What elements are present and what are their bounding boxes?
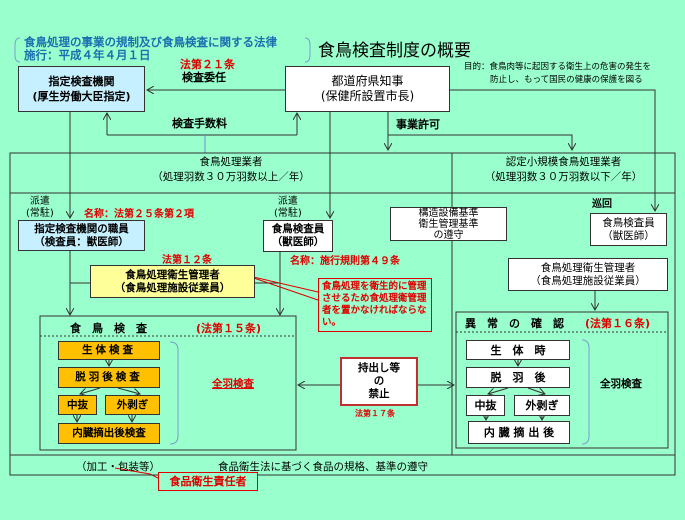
check-post-organ-removal: 内 臓 摘 出 後: [468, 421, 570, 444]
large-processor-sub: （処理羽数３０万羽数以上／年）: [152, 171, 310, 183]
name-rule-49: 名称：施行規則第４９条: [290, 256, 400, 267]
check-evisceration: 中抜: [466, 395, 505, 416]
standards-box: 構造設備基準衛生管理基準の遵守: [390, 207, 507, 241]
compliance-label: 食品衛生法に基づく食品の規格、基準の遵守: [218, 461, 428, 473]
permit-label: 事業許可: [396, 118, 440, 131]
abnormality-title: 異 常 の 確 認: [465, 317, 564, 330]
hygiene-manager-right-name: 食鳥処理衛生管理者: [540, 261, 636, 274]
inspector-right-sub: （獣医師）: [602, 229, 655, 242]
inspection-scope: 全羽検査: [212, 378, 254, 390]
prohibition-line1: 持出し等: [358, 362, 400, 374]
abnormality-law: (法第１６条): [585, 317, 651, 330]
small-processor-name: 認定小規模食鳥処理業者: [505, 156, 622, 168]
fee-label: 検査手数料: [172, 117, 227, 130]
standards-line2: 衛生管理基準: [418, 218, 479, 230]
agency-staff-sub: （検査員：獣医師）: [34, 235, 129, 248]
designated-agency-box: 指定検査機関 (厚生労働大臣指定): [18, 66, 145, 112]
dispatch-mid-line2: (常駐): [274, 208, 302, 219]
prohibition-box: 持出し等の禁止: [340, 357, 418, 406]
governor-name: 都道府県知事: [331, 74, 404, 88]
purpose: 目的：食鳥肉等に起因する衛生上の危害の発生を 防止し、もって国民の健康の保護を図…: [464, 61, 651, 87]
step-post-organ-removal: 内臓摘出後検査: [58, 423, 160, 444]
abnormality-scope: 全羽検査: [600, 378, 642, 390]
name-law-25: 名称：法第２５条第２項: [84, 209, 194, 220]
prohibition-line3: 禁止: [368, 388, 390, 400]
dispatch-left-line2: (常駐): [26, 208, 54, 219]
food-hygiene-manager-box: 食品衛生責任者: [158, 472, 258, 491]
inspection-title: 食 鳥 検 査: [70, 322, 147, 335]
inspection-law: (法第１５条): [196, 322, 262, 335]
law-reference: 食鳥処理の事業の規制及び食鳥検査に関する法律 施行：平成４年４月１日: [24, 36, 277, 62]
hygiene-manager-right-box: 食鳥処理衛生管理者（食鳥処理施設従業員）: [508, 258, 668, 291]
hygiene-manager-left-box: 食鳥処理衛生管理者（食鳥処理施設従業員）: [90, 265, 255, 298]
law-12: 法第１２条: [162, 255, 212, 266]
inspector-mid-name: 食鳥検査員: [271, 223, 325, 235]
standards-line1: 構造設備基準: [418, 207, 479, 219]
inspector-right-box: 食鳥検査員（獣医師）: [590, 213, 667, 246]
dispatch-mid: 派遣(常駐): [274, 196, 302, 220]
small-processor-sub: （処理羽数３０万羽数以下／年）: [484, 171, 643, 183]
small-processor-header: 認定小規模食鳥処理業者 （処理羽数３０万羽数以下／年）: [452, 155, 675, 185]
prohibition-law: 法第１７条: [355, 409, 395, 418]
designated-agency-sub: (厚生労働大臣指定): [32, 90, 131, 103]
purpose-line2: 防止し、もって国民の健康の保護を図る: [490, 75, 643, 85]
inspector-mid-box: 食鳥検査員（獣医師）: [263, 220, 333, 252]
inspector-right-name: 食鳥検査員: [602, 216, 655, 229]
agency-staff-name: 指定検査機関の職員: [34, 222, 129, 235]
step-post-defeathering: 脱羽後検査: [58, 367, 160, 388]
dispatch-left: 派遣(常駐): [26, 196, 54, 220]
large-processor-header: 食鳥処理業者 （処理羽数３０万羽数以上／年）: [10, 155, 452, 185]
prohibition-line2: の: [373, 375, 385, 387]
hygiene-manager-right-sub: （食鳥処理施設従業員）: [530, 274, 646, 287]
check-live: 生 体 時: [466, 340, 570, 360]
governor-sub: (保健所設置市長): [320, 89, 415, 103]
check-post-defeathering: 脱 羽 後: [466, 367, 570, 388]
page-title: 食鳥検査制度の概要: [318, 41, 471, 61]
designated-agency-name: 指定検査機関: [48, 75, 115, 88]
dispatch-mid-line1: 派遣: [277, 196, 298, 207]
patrol-label: 巡回: [592, 199, 612, 210]
hygiene-manager-left-sub: （食鳥処理施設従業員）: [114, 281, 231, 294]
inspector-mid-sub: （獣医師）: [271, 236, 325, 248]
enforcement-date: 施行：平成４年４月１日: [24, 48, 151, 62]
delegation-label: 検査委任: [182, 71, 226, 84]
large-processor-name: 食鳥処理業者: [199, 156, 263, 168]
check-skinning: 外剥ぎ: [514, 395, 570, 416]
governor-box: 都道府県知事 (保健所設置市長): [285, 66, 450, 112]
purpose-line1: 目的：食鳥肉等に起因する衛生上の危害の発生を: [464, 62, 652, 72]
hygiene-manager-left-name: 食鳥処理衛生管理者: [125, 268, 220, 281]
callout-note: 食鳥処理を衛生的に管理させるため食処理衛管理者を置かなければならない。: [318, 278, 432, 332]
delegation-law: 法第２１条: [180, 58, 235, 71]
dispatch-left-line1: 派遣: [29, 196, 50, 207]
processing-label: （加工・包装等）: [76, 461, 160, 473]
standards-line3: の遵守: [433, 229, 464, 241]
agency-staff-box: 指定検査機関の職員（検査員：獣医師）: [18, 220, 145, 251]
step-evisceration: 中抜: [58, 395, 97, 415]
step-skinning: 外剥ぎ: [105, 395, 160, 415]
step-live-inspection: 生体検査: [58, 341, 160, 360]
law-name: 食鳥処理の事業の規制及び食鳥検査に関する法律: [24, 35, 277, 49]
